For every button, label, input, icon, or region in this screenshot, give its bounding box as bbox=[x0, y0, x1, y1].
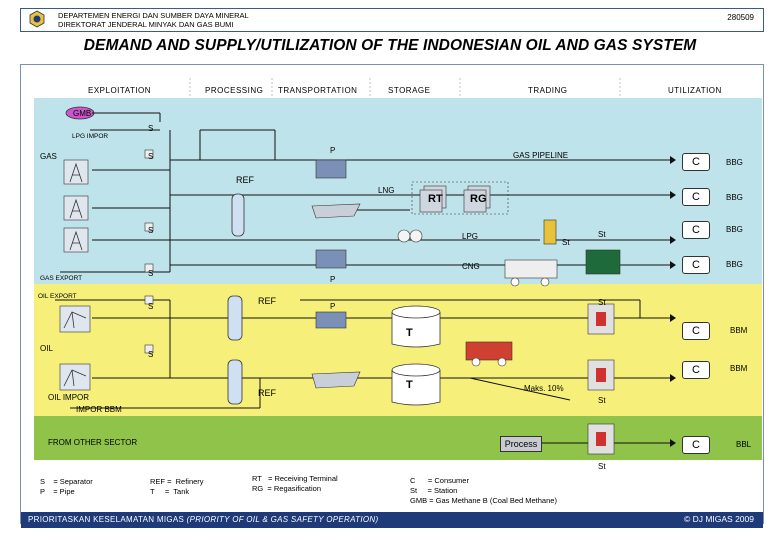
station-label-1: St bbox=[562, 238, 570, 247]
oil-impor-label: OIL IMPOR bbox=[48, 393, 90, 402]
column-utilization: UTILIZATION bbox=[668, 86, 722, 95]
bbm-label-1: BBM bbox=[730, 326, 748, 335]
copyright-icon: © bbox=[683, 514, 691, 524]
column-storage: STORAGE bbox=[388, 86, 431, 95]
page-title: DEMAND AND SUPPLY/UTILIZATION OF THE IND… bbox=[83, 37, 697, 54]
refinery-label-3: REF bbox=[258, 388, 276, 398]
refinery-label-2: REF bbox=[258, 296, 276, 306]
consumer-node-6: C bbox=[682, 361, 710, 379]
consumer-node-1: C bbox=[682, 153, 710, 171]
separator-label-4: S bbox=[148, 269, 154, 278]
ministry-logo-icon bbox=[28, 10, 46, 28]
regasification-label: RG bbox=[470, 193, 487, 205]
legend-terminal-regas: RT = Receiving Terminal RG = Regasificat… bbox=[252, 474, 338, 493]
footer-safety-main: PRIORITASKAN KESELAMATAN MIGAS bbox=[28, 515, 185, 524]
header-organization: DEPARTEMEN ENERGI DAN SUMBER DAYA MINERA… bbox=[58, 11, 249, 29]
gas-well-icons bbox=[63, 159, 89, 253]
lpg-label: LPG bbox=[462, 232, 479, 241]
legend-separator-pipe: S = Separator P = Pipe bbox=[40, 477, 93, 496]
lpg-sphere-icons bbox=[397, 229, 423, 243]
footer-copyright-text: DJ MIGAS 2009 bbox=[692, 514, 754, 524]
bbm-label-2: BBM bbox=[730, 364, 748, 373]
column-exploitation: EXPLOITATION bbox=[88, 86, 152, 95]
gas-label: GAS bbox=[40, 152, 57, 161]
other-sector-zone bbox=[34, 416, 762, 460]
tank-label-2: T bbox=[406, 379, 413, 391]
consumer-node-3: C bbox=[682, 221, 710, 239]
column-transportation: TRANSPORTATION bbox=[278, 86, 358, 95]
consumer-node-2: C bbox=[682, 188, 710, 206]
footer-safety-english: (PRIORITY OF OIL & GAS SAFETY OPERATION) bbox=[186, 515, 379, 524]
column-processing: PROCESSING bbox=[205, 86, 264, 95]
refinery-label-1: REF bbox=[236, 175, 254, 185]
gas-zone bbox=[34, 98, 762, 284]
footer-copyright: © DJ MIGAS 2009 bbox=[684, 514, 754, 524]
truck-icons bbox=[465, 259, 558, 367]
rt-rg-boxes bbox=[411, 181, 509, 215]
gmb-label: GMB bbox=[73, 109, 92, 118]
lng-label: LNG bbox=[378, 186, 395, 195]
arrow-heads bbox=[670, 156, 676, 447]
tank-label-1: T bbox=[406, 327, 413, 339]
lpg-cylinder-icon bbox=[543, 219, 557, 245]
footer-safety-text: PRIORITASKAN KESELAMATAN MIGAS (PRIORITY… bbox=[28, 515, 378, 524]
separator-icons bbox=[144, 149, 154, 354]
gas-export-label: GAS EXPORT bbox=[40, 275, 83, 282]
bbg-label-3: BBG bbox=[726, 225, 743, 234]
bbl-label: BBL bbox=[736, 440, 752, 449]
consumer-node-7: C bbox=[682, 436, 710, 454]
bbg-label-4: BBG bbox=[726, 260, 743, 269]
footer-bar bbox=[21, 512, 763, 528]
separator-label-1: S bbox=[148, 124, 154, 133]
oil-label: OIL bbox=[40, 344, 53, 353]
lpg-impor-label: LPG IMPOR bbox=[72, 133, 109, 140]
legend-refinery-tank: REF = Refinery T = Tank bbox=[150, 477, 204, 496]
max-ten-percent-label: Maks. 10% bbox=[524, 384, 564, 393]
impor-bbm-label: IMPOR BBM bbox=[76, 405, 122, 414]
separator-label-2: S bbox=[148, 152, 154, 161]
tank-icons bbox=[391, 305, 441, 406]
pipe-label-1: P bbox=[330, 146, 336, 155]
consumer-node-4: C bbox=[682, 256, 710, 274]
oil-well-icons bbox=[59, 305, 91, 391]
refinery-towers bbox=[227, 193, 245, 405]
gas-pipeline-label: GAS PIPELINE bbox=[513, 151, 569, 160]
document-code: 280509 bbox=[727, 13, 754, 22]
bbg-label-2: BBG bbox=[726, 193, 743, 202]
legend-consumer-station: C = Consumer St = Station GMB = Gas Meth… bbox=[410, 476, 557, 505]
pipe-label-3: P bbox=[330, 302, 336, 311]
org-line-1: DEPARTEMEN ENERGI DAN SUMBER DAYA MINERA… bbox=[58, 11, 249, 20]
pipe-icons bbox=[315, 159, 347, 329]
ship-icons bbox=[311, 203, 361, 389]
pipe-lines bbox=[55, 112, 670, 444]
consumer-node-5: C bbox=[682, 322, 710, 340]
column-trading: TRADING bbox=[528, 86, 568, 95]
pipe-label-2: P bbox=[330, 275, 336, 284]
separator-label-6: S bbox=[148, 350, 154, 359]
process-box: Process bbox=[500, 436, 542, 452]
cng-label: CNG bbox=[462, 262, 480, 271]
station-label-5: St bbox=[598, 462, 606, 471]
org-line-2: DIREKTORAT JENDERAL MINYAK DAN GAS BUMI bbox=[58, 20, 234, 29]
oil-export-label: OIL EXPORT bbox=[38, 293, 77, 300]
separator-label-5: S bbox=[148, 302, 154, 311]
station-label-2: St bbox=[598, 230, 606, 239]
station-pump-icons bbox=[585, 249, 621, 455]
station-label-3: St bbox=[598, 298, 606, 307]
column-dividers bbox=[189, 78, 621, 98]
separator-label-3: S bbox=[148, 226, 154, 235]
bbg-label-1: BBG bbox=[726, 158, 743, 167]
header-box bbox=[20, 8, 764, 32]
receiving-terminal-label: RT bbox=[428, 193, 443, 205]
from-other-sector-label: FROM OTHER SECTOR bbox=[48, 438, 138, 447]
station-label-4: St bbox=[598, 396, 606, 405]
